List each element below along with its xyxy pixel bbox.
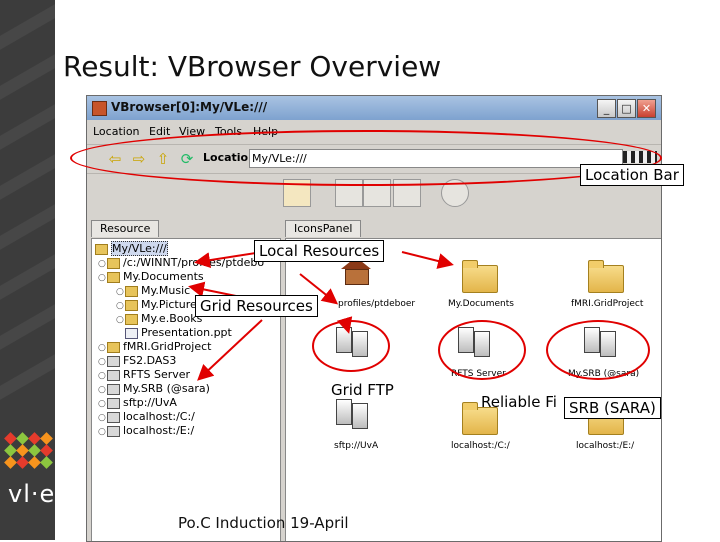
server-icon[interactable] bbox=[336, 399, 370, 429]
tree-item-myvle[interactable]: My/VLe:/// bbox=[95, 241, 168, 256]
icon-label-sftp: sftp://UvA bbox=[334, 441, 379, 451]
server-icon bbox=[107, 383, 120, 395]
callout-grid-resources: Grid Resources bbox=[195, 295, 318, 317]
icon-label-localhost-e: localhost:/E:/ bbox=[576, 441, 635, 451]
maximize-button[interactable]: □ bbox=[617, 99, 636, 118]
document-icon bbox=[125, 327, 138, 339]
tab-resource[interactable]: Resource bbox=[91, 220, 160, 237]
tree-item-mydocuments[interactable]: ○My.Documents bbox=[98, 270, 204, 283]
tree-item-sftp[interactable]: ○sftp://UvA bbox=[98, 396, 177, 409]
tree-item-mymusic[interactable]: ○My.Music bbox=[116, 284, 191, 297]
resource-tree: My/VLe:/// ○/c:/WINNT/profiles/ptdebo ○M… bbox=[91, 238, 281, 541]
location-bar-highlight bbox=[70, 130, 662, 186]
icon-label-localhost-c: localhost:/C:/ bbox=[451, 441, 510, 451]
tree-item-mypictures[interactable]: ○My.Pictures bbox=[116, 298, 203, 311]
app-icon bbox=[92, 101, 107, 116]
tab-icons-panel[interactable]: IconsPanel bbox=[285, 220, 362, 237]
icon-label-fmri: fMRI.GridProject bbox=[571, 299, 644, 309]
server-icon bbox=[107, 355, 120, 367]
srb-highlight bbox=[546, 320, 650, 380]
tree-item-myebooks[interactable]: ○My.e.Books bbox=[116, 312, 203, 325]
rfts-highlight bbox=[438, 320, 526, 380]
slide-sidebar: vl·e bbox=[0, 0, 55, 540]
window-titlebar: VBrowser[0]:My/VLe:/// _ □ ✕ bbox=[87, 96, 661, 120]
tree-item-fmri[interactable]: ○fMRI.GridProject bbox=[98, 340, 212, 353]
server-icon bbox=[107, 425, 120, 437]
tree-item-mysrb[interactable]: ○My.SRB (@sara) bbox=[98, 382, 210, 395]
close-button[interactable]: ✕ bbox=[637, 99, 656, 118]
folder-icon bbox=[107, 271, 120, 283]
folder-icon bbox=[107, 257, 120, 269]
vle-logo-text: vl·e bbox=[8, 480, 56, 508]
server-icon bbox=[107, 411, 120, 423]
slide-footer: Po.C Induction 19-April bbox=[178, 514, 349, 532]
icon-label-profiles: profiles/ptdeboer bbox=[338, 299, 416, 309]
window-title: VBrowser[0]:My/VLe:/// bbox=[111, 100, 268, 114]
callout-grid-ftp: Grid FTP bbox=[331, 381, 394, 399]
menu-location[interactable]: Location bbox=[93, 125, 140, 138]
tree-item-localhost-e[interactable]: ○localhost:/E:/ bbox=[98, 424, 195, 437]
panel-tabs: Resource IconsPanel bbox=[87, 220, 661, 238]
folder-icon bbox=[95, 243, 108, 255]
tree-item-profiles[interactable]: ○/c:/WINNT/profiles/ptdebo bbox=[98, 256, 265, 269]
tree-item-localhost-c[interactable]: ○localhost:/C:/ bbox=[98, 410, 195, 423]
icon-label-mydocuments: My.Documents bbox=[448, 299, 514, 309]
slide-title: Result: VBrowser Overview bbox=[63, 50, 442, 83]
tree-item-rfts[interactable]: ○RFTS Server bbox=[98, 368, 191, 381]
folder-icon bbox=[107, 341, 120, 353]
callout-local-resources: Local Resources bbox=[254, 240, 385, 262]
server-icon bbox=[107, 369, 120, 381]
callout-srb: SRB (SARA) bbox=[564, 397, 661, 419]
server-icon bbox=[107, 397, 120, 409]
callout-location-bar: Location Bar bbox=[580, 164, 684, 186]
minimize-button[interactable]: _ bbox=[597, 99, 616, 118]
menu-edit[interactable]: Edit bbox=[149, 125, 171, 138]
folder-icon bbox=[125, 313, 138, 325]
folder-icon[interactable] bbox=[462, 402, 498, 435]
folder-icon[interactable] bbox=[462, 260, 498, 293]
folder-icon bbox=[125, 285, 138, 297]
folder-icon bbox=[125, 299, 138, 311]
callout-reliable: Reliable Fi bbox=[481, 393, 557, 411]
tree-item-fs2[interactable]: ○FS2.DAS3 bbox=[98, 354, 177, 367]
tree-item-presentation[interactable]: Presentation.ppt bbox=[125, 326, 232, 339]
folder-icon[interactable] bbox=[588, 260, 624, 293]
